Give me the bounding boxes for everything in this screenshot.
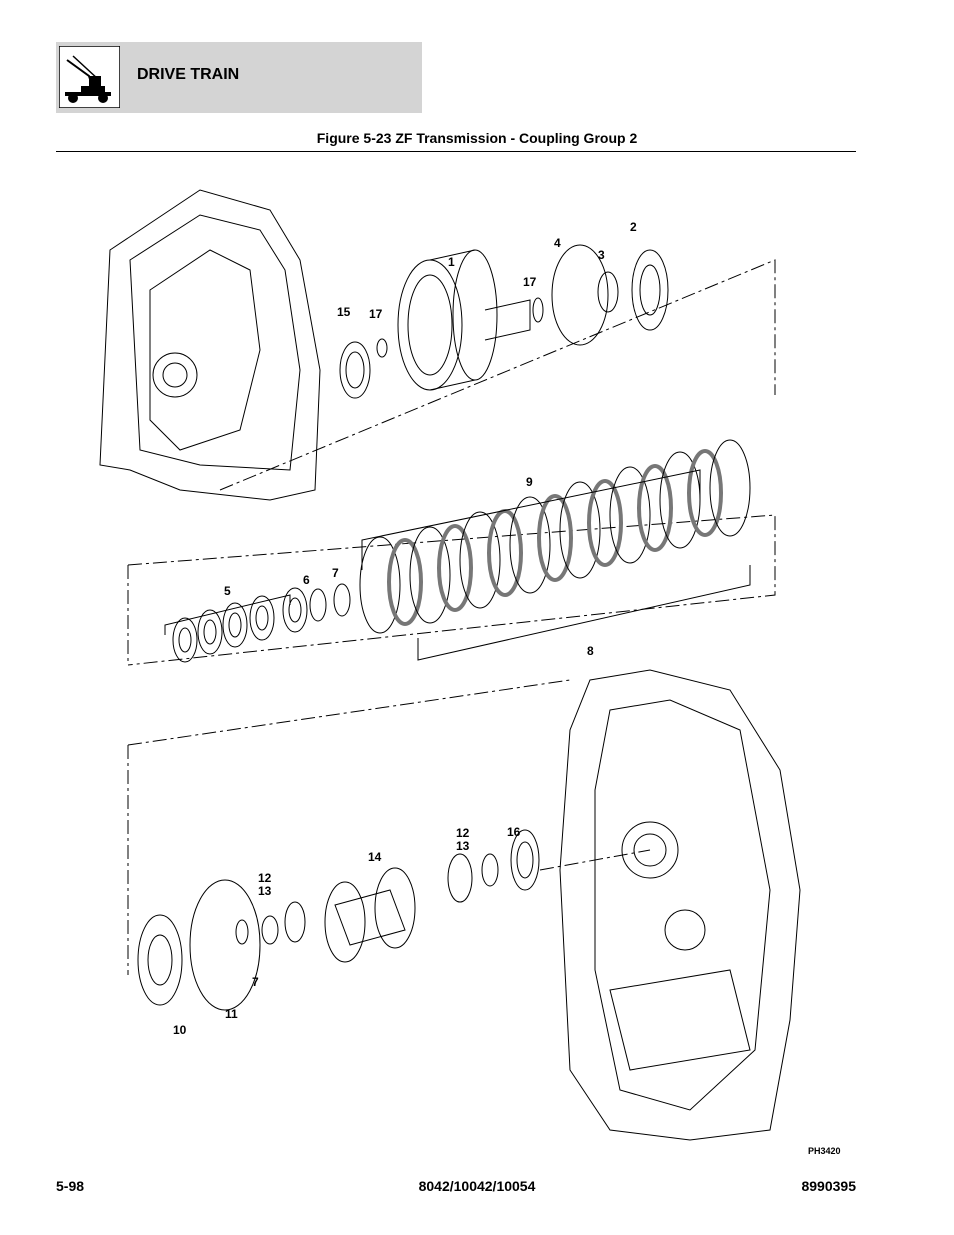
assembly-guide-lines (127, 259, 776, 975)
callout-label: 2 (630, 220, 637, 234)
row-1-parts (339, 244, 669, 399)
callout-label: 16 (507, 825, 521, 839)
callout-label: 7 (252, 975, 259, 989)
callout-label: 17 (369, 307, 383, 321)
section-title: DRIVE TRAIN (137, 66, 240, 83)
callout-label: 15 (337, 305, 351, 319)
document-number: 8990395 (801, 1178, 856, 1194)
callout-label: 9 (526, 475, 533, 489)
exploded-parts-illustration (99, 189, 801, 1141)
callout-label: 3 (598, 248, 605, 262)
callout-label: 6 (303, 573, 310, 587)
callout-label: 14 (368, 850, 382, 864)
callout-label: 1 (448, 255, 455, 269)
callout-label: 5 (224, 584, 231, 598)
rear-housing-drawing (559, 669, 801, 1141)
machine-icon (59, 46, 120, 108)
figure-code: PH3420 (808, 1146, 841, 1156)
callout-label: 17 (523, 275, 537, 289)
callout-label: 12 13 (456, 826, 470, 853)
callout-label: 4 (554, 236, 561, 250)
callout-label: 11 (225, 1007, 238, 1021)
callout-label: 7 (332, 566, 339, 580)
figure-title: Figure 5-23 ZF Transmission - Coupling G… (316, 130, 638, 146)
callout-label: 10 (173, 1023, 187, 1037)
page-number: 5-98 (56, 1178, 85, 1194)
title-rule (56, 151, 856, 152)
row-3-parts (137, 829, 540, 1011)
model-numbers: 8042/10042/10054 (418, 1178, 536, 1194)
clutch-pack (164, 439, 751, 663)
callout-label: 12 13 (258, 871, 272, 898)
front-housing-drawing (99, 189, 321, 501)
callout-label: 8 (587, 644, 594, 658)
